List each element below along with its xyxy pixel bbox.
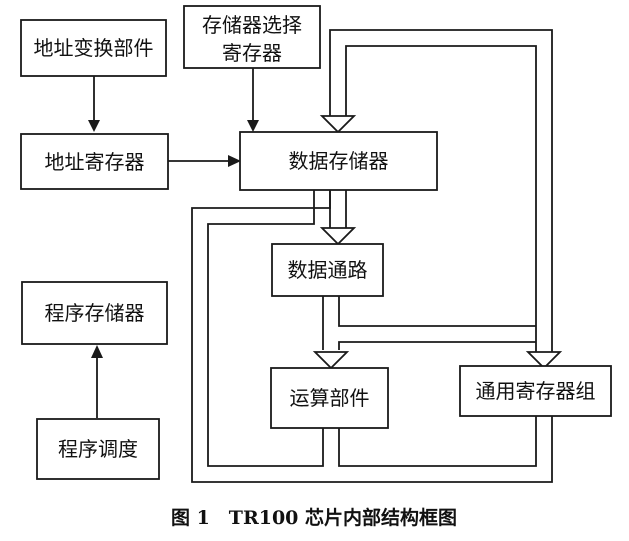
bus-datapath-side-inner	[338, 296, 536, 327]
node-address-register: 地址寄存器	[20, 133, 169, 190]
label-data-memory: 数据存储器	[289, 149, 389, 173]
bus-alu-register-link	[338, 341, 536, 350]
node-alu: 运算部件	[270, 367, 389, 429]
arrow-bank-select-to-memory-head	[247, 120, 259, 132]
node-address-transform-unit: 地址变换部件	[20, 19, 167, 77]
label-program-control: 程序调度	[58, 437, 138, 461]
label-data-path: 数据通路	[288, 258, 368, 282]
node-data-path: 数据通路	[271, 243, 384, 297]
label-general-register-group: 通用寄存器组	[476, 379, 596, 403]
bus-left-loop-inner	[207, 190, 324, 467]
arrow-program-control-to-program-memory-head	[91, 345, 103, 358]
node-bank-select-register: 存储器选择 寄存器	[183, 5, 321, 69]
bus-left-loop-outer	[191, 190, 553, 483]
bus-memory-to-registers-outer	[329, 29, 553, 352]
bus-bottom-return	[338, 416, 537, 467]
label-bank-select-line2: 寄存器	[222, 41, 282, 65]
node-data-memory: 数据存储器	[239, 131, 438, 191]
bus-arrowhead-alu	[312, 351, 350, 370]
figure-caption: 图 1 TR100 芯片内部结构框图	[171, 506, 457, 529]
node-program-control: 程序调度	[36, 418, 160, 480]
bus-arrowhead-data-memory	[319, 115, 357, 134]
label-bank-select-line1: 存储器选择	[202, 13, 302, 37]
label-program-memory: 程序存储器	[45, 301, 145, 325]
arrow-transform-to-addr-register-head	[88, 120, 100, 132]
node-program-memory: 程序存储器	[21, 281, 168, 345]
label-alu: 运算部件	[290, 386, 370, 410]
arrow-addr-register-to-memory-head	[228, 155, 241, 167]
bus-arrowhead-data-path	[319, 227, 357, 246]
label-address-transform-unit: 地址变换部件	[34, 36, 154, 60]
bus-memory-to-registers-inner	[345, 45, 537, 352]
label-address-register: 地址寄存器	[45, 150, 145, 174]
bus-arrowhead-register-group	[525, 351, 563, 370]
node-general-register-group: 通用寄存器组	[459, 365, 612, 417]
